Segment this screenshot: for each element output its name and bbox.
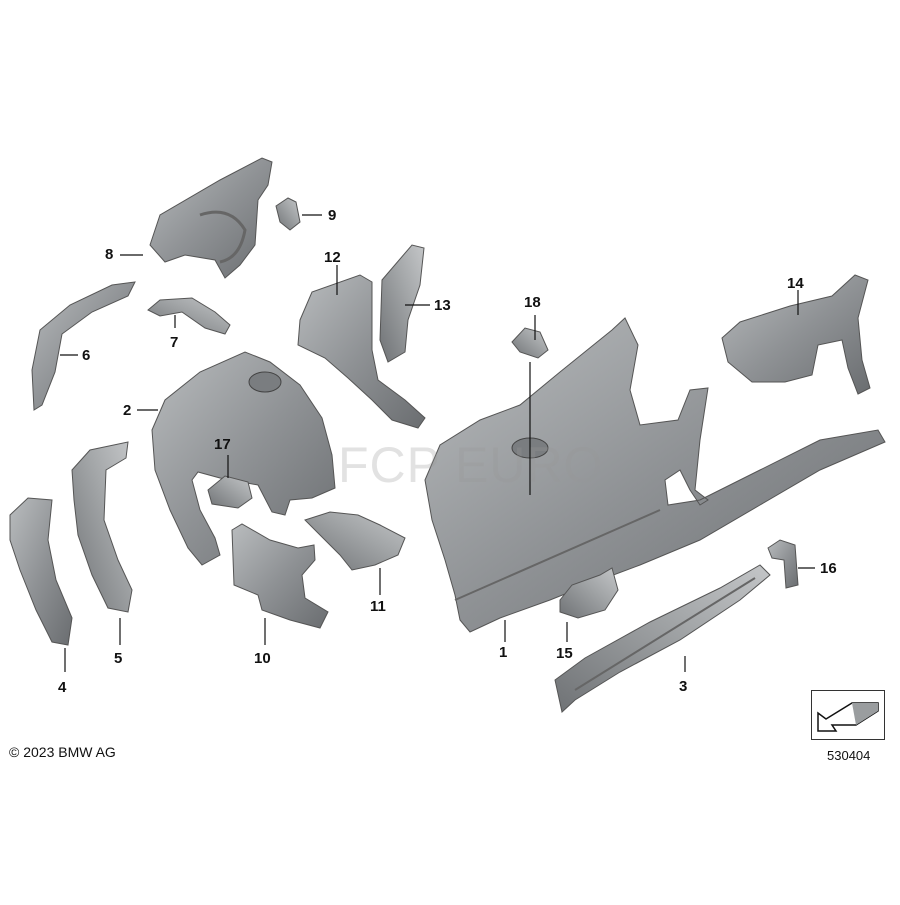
callout-13[interactable]: 13 [434,297,451,314]
orientation-arrow-icon [817,702,879,732]
callout-4[interactable]: 4 [58,679,67,696]
part-16-shape [767,539,799,589]
part-4-shape [9,497,73,646]
callout-14[interactable]: 14 [787,275,804,292]
part-9-shape [275,197,301,231]
part-7-shape [147,297,231,335]
part-3-shape [554,564,771,713]
callout-18[interactable]: 18 [524,294,541,311]
part-14-shape [721,274,871,395]
callout-6[interactable]: 6 [82,347,91,364]
callout-2[interactable]: 2 [123,402,132,419]
part-11-shape [304,511,406,571]
callout-15[interactable]: 15 [556,645,573,662]
part-6-shape [31,281,136,411]
callout-16[interactable]: 16 [820,560,837,577]
callout-17[interactable]: 17 [214,436,231,453]
part-1-shape [424,317,886,633]
callout-7[interactable]: 7 [170,334,179,351]
part-17-shape [207,475,253,509]
part-5-shape [71,441,133,613]
diagram-code: 530404 [827,748,871,763]
copyright-text: © 2023 BMW AG [9,744,116,760]
part-8-shape [149,157,273,279]
leader-lines [60,214,815,672]
callout-8[interactable]: 8 [105,246,114,263]
part-18-shape [511,327,549,359]
part-13-shape [379,244,425,363]
part-15-shape [559,567,619,619]
callout-12[interactable]: 12 [324,249,341,266]
callout-3[interactable]: 3 [679,678,688,695]
callout-9[interactable]: 9 [328,207,337,224]
part-12-shape [297,274,426,429]
callout-1[interactable]: 1 [499,644,508,661]
callout-10[interactable]: 10 [254,650,271,667]
part-10-shape [231,523,329,629]
orientation-indicator [811,690,885,740]
callout-11[interactable]: 11 [370,598,386,615]
part-2-shape [151,351,336,566]
callout-5[interactable]: 5 [114,650,123,667]
